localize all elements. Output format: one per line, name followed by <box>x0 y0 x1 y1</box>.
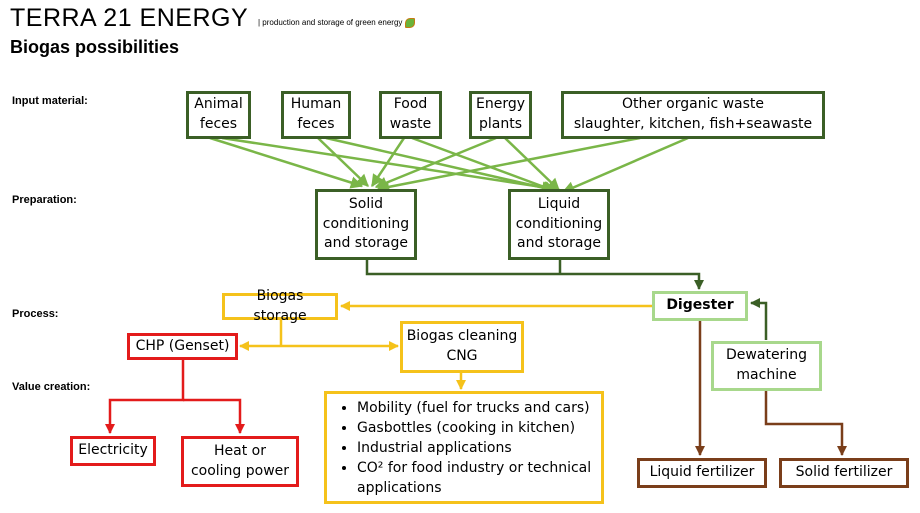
process-chp-genset: CHP (Genset) <box>127 333 238 360</box>
arrow-chp-electricity <box>105 359 185 434</box>
output-liquid-fertilizer: Liquid fertilizer <box>637 458 767 488</box>
output-solid-fertilizer: Solid fertilizer <box>779 458 909 488</box>
prep-liquid-conditioning: Liquid conditioning and storage <box>508 189 610 260</box>
output-electricity: Electricity <box>70 436 156 466</box>
gas-arrows <box>239 301 652 390</box>
arrow-energy-liquid <box>504 137 560 191</box>
brand-title: TERRA 21 ENERGY <box>10 4 249 32</box>
input-food-waste: Food waste <box>379 91 442 139</box>
arrow-other-liquid <box>561 136 689 194</box>
stage-label-process: Process: <box>12 308 59 320</box>
arrow-food-liquid <box>411 136 557 193</box>
list-item: Mobility (fuel for trucks and cars) <box>357 398 593 418</box>
arrow-human-liquid <box>325 136 555 194</box>
input-other-organic-waste: Other organic waste slaughter, kitchen, … <box>561 91 825 139</box>
stage-label-preparation: Preparation: <box>12 194 77 206</box>
biogas-uses-list: Mobility (fuel for trucks and cars) Gasb… <box>324 391 604 504</box>
stage-label-value-creation: Value creation: <box>12 381 91 393</box>
fertilizer-arrows <box>695 320 847 456</box>
list-item: Gasbottles (cooking in kitchen) <box>357 418 593 438</box>
process-dewatering-machine: Dewatering machine <box>711 341 822 391</box>
preparation-arrows <box>365 259 768 340</box>
process-digester: Digester <box>652 291 748 321</box>
arrow-dewatering-digester <box>750 298 768 340</box>
arrow-chp-heat <box>183 398 245 434</box>
stage-label-input: Input material: <box>12 95 88 107</box>
tagline-text: | production and storage of green energy <box>258 18 403 28</box>
tagline: | production and storage of green energy <box>258 18 416 28</box>
arrow-solid-digester <box>365 259 704 290</box>
arrow-energy-solid <box>374 136 497 189</box>
output-heat-cooling: Heat or cooling power <box>181 436 299 487</box>
arrow-human-solid <box>317 137 369 187</box>
power-arrows <box>105 359 245 434</box>
input-arrows <box>209 136 689 194</box>
arrow-animal-solid <box>209 136 364 189</box>
arrow-dewatering-solid-fertilizer <box>764 390 847 456</box>
input-human-feces: Human feces <box>281 91 351 139</box>
prep-solid-conditioning: Solid conditioning and storage <box>315 189 417 260</box>
input-animal-feces: Animal feces <box>186 91 251 139</box>
process-biogas-cleaning: Biogas cleaning CNG <box>400 321 524 373</box>
input-energy-plants: Energy plants <box>469 91 532 139</box>
process-biogas-storage: Biogas storage <box>222 288 338 324</box>
list-item: CO² for food industry or technical appli… <box>357 458 593 498</box>
leaf-icon <box>405 18 416 28</box>
list-item: Industrial applications <box>357 438 593 458</box>
page-subtitle: Biogas possibilities <box>10 37 180 57</box>
arrow-other-solid <box>376 136 641 193</box>
